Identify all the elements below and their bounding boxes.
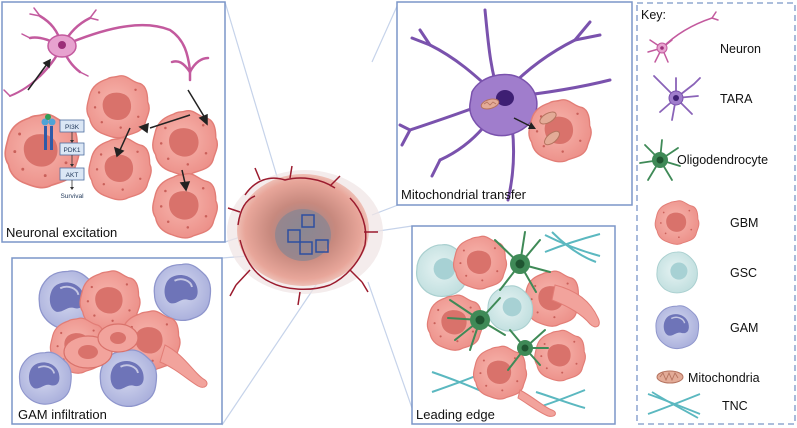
panel-leading-edge: Leading edge [411, 225, 616, 425]
blood-vessels [227, 165, 378, 306]
gbm-cell [88, 137, 152, 201]
gbm-cell [528, 99, 592, 163]
zoom-region-markers [287, 214, 329, 255]
legend-key: Key: Neuron TARA Oligodendrocyte GBM GSC [636, 2, 796, 425]
transfer-arrow [513, 117, 536, 129]
oligodendrocyte-icon [639, 139, 681, 181]
pi3k-akt-pathway: PI3K PDK1 AKT Survival [59, 119, 85, 200]
gbm-cell [534, 329, 586, 382]
gsc-cell-icon [656, 251, 698, 294]
key-label-oligodendrocyte: Oligodendrocyte [677, 153, 768, 167]
gsc-cell [487, 285, 534, 332]
neuron-nucleus [58, 41, 66, 49]
key-label-neuron: Neuron [720, 42, 761, 56]
neuron-icon [647, 11, 719, 63]
mitochondria-icon [656, 370, 684, 384]
key-label-tara: TARA [720, 92, 753, 106]
gbm-protrusion [551, 284, 600, 328]
tnc-icon [647, 391, 701, 419]
tara-nucleus [496, 90, 514, 106]
gam-cell [153, 263, 212, 322]
key-title: Key: [641, 8, 666, 22]
pathway-node-pdk1-label: PDK1 [64, 147, 81, 154]
gbm-cell [86, 75, 150, 139]
central-tumor [227, 165, 383, 306]
migrating-gbm-cells [63, 323, 208, 388]
oligodendrocyte-cell [470, 254, 533, 356]
oligodendrocyte-processes [447, 231, 551, 371]
key-label-gam: GAM [730, 321, 758, 335]
key-label-mitochondria: Mitochondria [688, 371, 760, 385]
pathway-node-akt-label: AKT [66, 172, 79, 179]
panel-mitochondrial-transfer: Mitochondrial transfer [396, 1, 633, 206]
gam-cell [18, 351, 73, 406]
pathway-outcome-label: Survival [60, 193, 84, 200]
panel-title-leading-edge: Leading edge [416, 407, 495, 422]
gbm-cell [472, 345, 528, 400]
gbm-cell-icon [654, 200, 700, 245]
mitochondria-icon [480, 98, 560, 146]
tara-icon [653, 75, 701, 121]
gbm-protrusion [517, 389, 556, 417]
receptor-icon [41, 114, 56, 150]
panel-neuronal-excitation: PI3K PDK1 AKT Survival Neuronal excitati… [1, 1, 226, 243]
key-label-tnc: TNC [722, 399, 748, 413]
panel-title-mitochondrial-transfer: Mitochondrial transfer [401, 187, 527, 202]
pathway-node-pi3k-label: PI3K [65, 124, 80, 131]
signal-arrows [27, 58, 208, 192]
panel-title-neuronal-excitation: Neuronal excitation [6, 225, 117, 240]
panel-gam-infiltration: GAM infiltration [11, 257, 223, 425]
gam-cell-icon [655, 305, 700, 350]
panel-title-gam-infiltration: GAM infiltration [18, 407, 107, 422]
key-label-gsc: GSC [730, 266, 757, 280]
key-label-gbm: GBM [730, 216, 758, 230]
